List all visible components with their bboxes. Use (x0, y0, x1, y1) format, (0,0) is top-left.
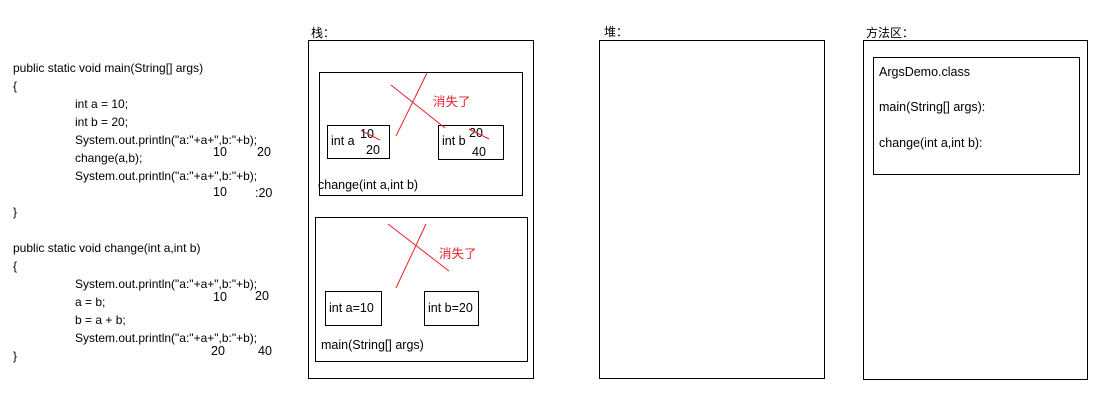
output-note: 20 (255, 289, 269, 303)
main-stack-frame: int a=10 int b=20 消失了 main(String[] args… (315, 217, 528, 362)
change-brace-close: } (13, 349, 18, 363)
change-stack-frame: int a 10 20 int b 20 40 消失了 change(int a… (318, 72, 523, 196)
change-line: System.out.println("a:"+a+",b:"+b); (75, 277, 258, 291)
change-brace-open: { (13, 259, 18, 273)
var-old-value-b: 20 (469, 126, 483, 140)
var-old-value-a: 10 (360, 127, 374, 141)
var-box-b: int b 20 40 (438, 125, 504, 160)
class-info-box: ArgsDemo.class main(String[] args): chan… (873, 57, 1080, 175)
frame-label: change(int a,int b) (318, 178, 419, 192)
main-brace-open: { (13, 79, 18, 93)
var-new-value-a: 20 (366, 143, 380, 157)
change-signature: public static void change(int a,int b) (13, 241, 201, 255)
class-name: ArgsDemo.class (879, 65, 970, 79)
stack-panel: int a 10 20 int b 20 40 消失了 change(int a… (308, 40, 534, 379)
output-note: 20 (211, 344, 225, 358)
main-line: int a = 10; (75, 97, 129, 111)
main-line: System.out.println("a:"+a+",b:"+b); (75, 133, 258, 147)
method-area-title: 方法区： (866, 26, 915, 40)
stack-title: 栈： (311, 26, 336, 40)
change-line: a = b; (75, 295, 106, 309)
method-entry-change: change(int a,int b): (879, 136, 983, 150)
output-note: :20 (255, 186, 273, 200)
method-entry-main: main(String[] args): (879, 100, 986, 114)
output-note: 10 (213, 290, 227, 304)
method-area-panel: ArgsDemo.class main(String[] args): chan… (863, 40, 1088, 380)
heap-panel (599, 40, 825, 379)
var-box-a: int a=10 (325, 291, 382, 326)
change-line: System.out.println("a:"+a+",b:"+b); (75, 331, 258, 345)
main-brace-close: } (13, 205, 18, 219)
var-box-b: int b=20 (424, 291, 479, 326)
vanish-note: 消失了 (433, 95, 471, 109)
heap-title: 堆： (604, 25, 629, 39)
change-line: b = a + b; (75, 313, 126, 327)
main-line: int b = 20; (75, 115, 129, 129)
var-value-b: int b=20 (428, 301, 473, 315)
output-note: 10 (213, 145, 227, 159)
var-name-a: int a (331, 134, 355, 148)
frame-label: main(String[] args) (321, 338, 424, 352)
main-signature: public static void main(String[] args) (13, 61, 204, 75)
var-value-a: int a=10 (329, 301, 374, 315)
vanish-note: 消失了 (439, 247, 477, 261)
main-line: change(a,b); (75, 151, 143, 165)
output-note: 20 (257, 145, 271, 159)
var-new-value-b: 40 (472, 145, 486, 159)
output-note: 10 (213, 185, 227, 199)
output-note: 40 (258, 344, 272, 358)
var-name-b: int b (442, 134, 466, 148)
main-line: System.out.println("a:"+a+",b:"+b); (75, 169, 258, 183)
var-box-a: int a 10 20 (327, 125, 390, 159)
